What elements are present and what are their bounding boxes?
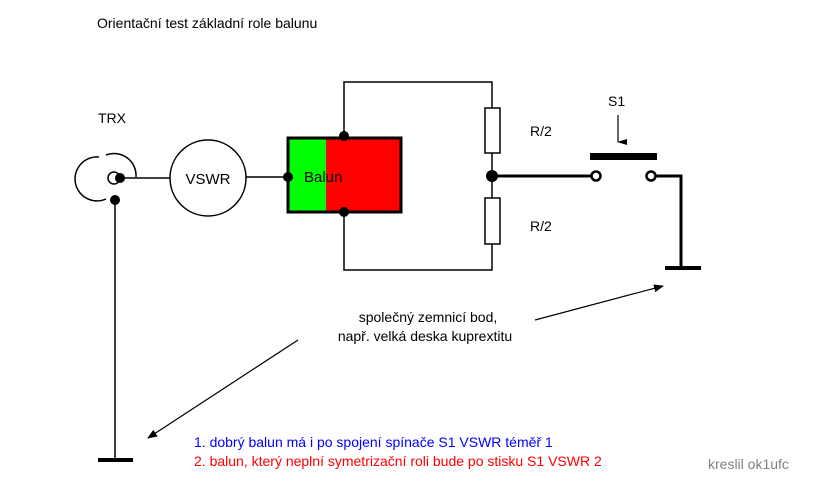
balun-green-part	[288, 138, 326, 212]
note-bad-balun: 2. balun, který neplní symetrizační roli…	[194, 453, 602, 469]
resistor-bottom	[484, 197, 501, 245]
balun-red-part	[326, 138, 401, 212]
arrow-to-right-ground	[534, 284, 664, 321]
diagram-title: Orientační test základní role balunu	[97, 15, 317, 31]
resistor-bottom-label: R/2	[530, 218, 552, 234]
ground-note-line2: např. velká deska kuprextitu	[338, 328, 512, 344]
wire-balun-top	[343, 81, 493, 136]
trx-label: TRX	[98, 110, 127, 126]
switch-label: S1	[608, 93, 625, 109]
author-credit: kreslil ok1ufc	[708, 456, 789, 472]
switch-s1: S1	[590, 93, 657, 182]
note-good-balun: 1. dobrý balun má i po spojení spínače S…	[194, 434, 553, 450]
wire-balun-bottom	[343, 212, 493, 271]
arrow-to-left-ground	[147, 339, 299, 439]
resistor-top-label: R/2	[530, 123, 552, 139]
balun-block: Balun	[283, 131, 403, 217]
vswr-meter: VSWR	[169, 139, 247, 217]
wire-switch-ground	[656, 174, 683, 268]
switch-bar	[590, 153, 657, 160]
trx-connector-icon	[74, 152, 137, 205]
ground-note-line1: společný zemnicí bod,	[359, 309, 498, 325]
resistor-top	[484, 107, 501, 154]
balun-label: Balun	[304, 169, 342, 186]
vswr-label: VSWR	[186, 171, 231, 188]
